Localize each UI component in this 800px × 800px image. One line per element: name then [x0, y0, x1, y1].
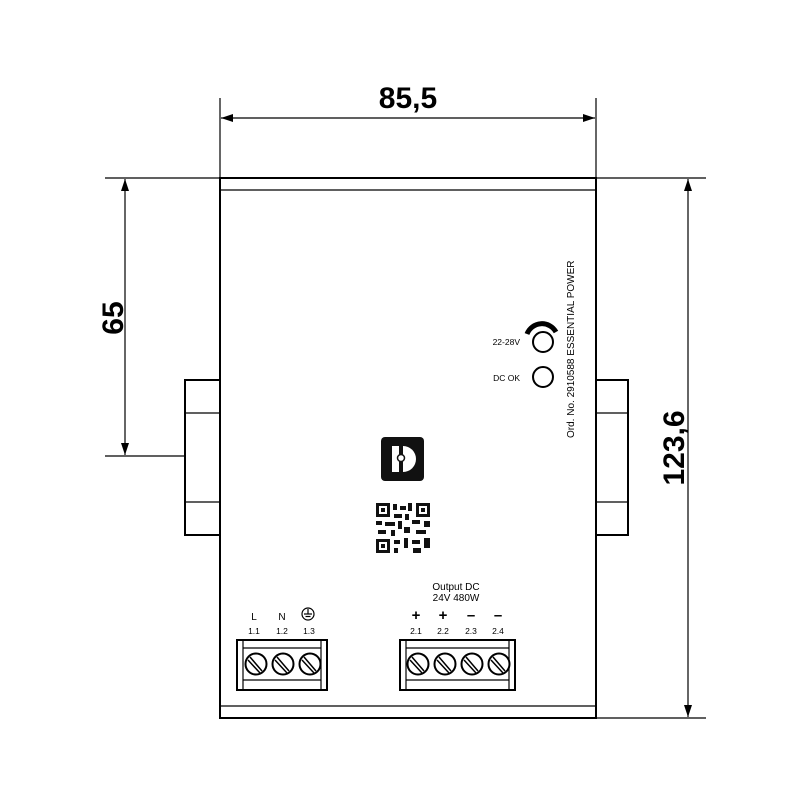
terminal-symbol-plus: + [412, 607, 421, 624]
terminal-number: 2.1 [410, 626, 422, 636]
terminal-number: 2.3 [465, 626, 477, 636]
terminal-screw-icon[interactable] [487, 652, 511, 676]
adjust-arc-icon [524, 321, 559, 336]
terminal-screw-icon[interactable] [406, 652, 430, 676]
output-rating: 24V 480W [433, 593, 480, 604]
terminal-screw-icon[interactable] [244, 652, 268, 676]
dc-ok-led [532, 366, 554, 388]
terminal-symbol-plus: + [439, 607, 448, 624]
terminal-symbol-minus: – [467, 607, 475, 624]
height-value: 123,6 [658, 410, 691, 485]
terminal-screw-icon[interactable] [460, 652, 484, 676]
output-terminal-block [399, 639, 516, 691]
terminal-number: 1.1 [248, 626, 260, 636]
height-dimension: 123,6 [596, 177, 706, 719]
terminal-screw-icon[interactable] [433, 652, 457, 676]
potentiometer[interactable] [524, 321, 559, 353]
terminal-symbol-L: L [251, 612, 257, 623]
terminal-number: 1.2 [276, 626, 288, 636]
width-dimension: 85,5 [219, 82, 597, 178]
terminal-symbol-minus: – [494, 607, 502, 624]
rail-depth-dimension: 65 [97, 177, 220, 457]
output-title: Output DC [432, 582, 479, 593]
terminal-number: 1.3 [303, 626, 315, 636]
terminal-screw-icon[interactable] [298, 652, 322, 676]
order-number-label: Ord. No. 2910588 ESSENTIAL POWER [566, 261, 577, 438]
terminal-number: 2.2 [437, 626, 449, 636]
width-value: 85,5 [379, 82, 437, 115]
brand-logo-icon [381, 437, 424, 481]
terminal-number: 2.4 [492, 626, 504, 636]
rail-depth-value: 65 [97, 301, 130, 334]
input-terminal-block [236, 639, 328, 691]
qr-code-icon [376, 503, 430, 553]
terminal-screw-icon[interactable] [271, 652, 295, 676]
housing [184, 177, 629, 719]
ground-icon [301, 607, 315, 621]
terminal-symbol-N: N [278, 612, 285, 623]
dc-ok-label: DC OK [493, 373, 520, 383]
potentiometer-label: 22-28V [493, 337, 521, 347]
